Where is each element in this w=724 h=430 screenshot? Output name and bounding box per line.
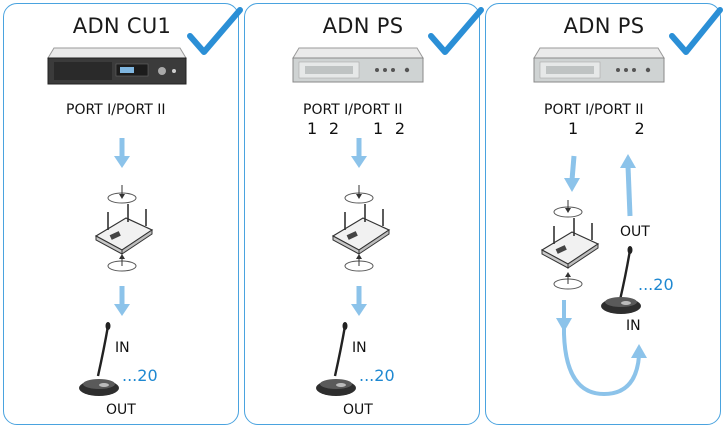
panel-title: ADN CU1 — [72, 14, 172, 38]
check-icon — [187, 7, 243, 55]
antenna-module-icon — [94, 185, 154, 272]
adn-ps-device-icon — [292, 47, 424, 83]
check-icon — [669, 7, 723, 55]
panel-2-graphics — [292, 7, 484, 396]
arrow-up-icon — [620, 154, 636, 217]
conference-microphone-icon — [316, 322, 356, 396]
port-numbers: 1 2 1 2 — [307, 119, 406, 138]
conference-microphone-icon — [601, 246, 641, 314]
panel-adn-ps-loop: ADN PS — [485, 3, 723, 425]
in-label: IN — [626, 318, 641, 334]
device-count-label: ...20 — [122, 366, 158, 385]
port-label: PORT I/PORT II — [544, 102, 644, 118]
port-numbers: 1 2 — [568, 119, 646, 138]
panel-adn-ps-two-ports: ADN PS — [244, 3, 484, 425]
adn-cu1-device-icon — [47, 47, 187, 85]
panel-adn-cu1: ADN CU1 — [3, 3, 243, 425]
device-count-label: ...20 — [359, 366, 395, 385]
arrow-down-icon — [351, 138, 367, 168]
out-label: OUT — [620, 224, 650, 240]
antenna-module-icon — [331, 185, 391, 272]
port-label: PORT I/PORT II — [66, 102, 166, 118]
panel-1-graphics — [47, 7, 243, 396]
port-label: PORT I/PORT II — [303, 102, 403, 118]
panel-title: ADN PS — [563, 14, 645, 38]
check-icon — [428, 7, 484, 55]
in-label: IN — [352, 340, 367, 356]
conference-microphone-icon — [79, 322, 119, 396]
panel-3-graphics — [533, 7, 723, 397]
out-label: OUT — [343, 402, 373, 418]
arrow-down-icon — [114, 138, 130, 168]
panel-title: ADN PS — [322, 14, 404, 38]
arrow-down-icon — [564, 155, 580, 192]
in-label: IN — [115, 340, 130, 356]
arrow-down-icon — [351, 286, 367, 316]
loop-arrow-icon — [556, 300, 647, 397]
arrow-down-icon — [114, 286, 130, 316]
device-count-label: ...20 — [638, 275, 674, 294]
adn-ps-device-icon — [533, 47, 665, 83]
out-label: OUT — [106, 402, 136, 418]
antenna-module-icon — [540, 200, 600, 290]
